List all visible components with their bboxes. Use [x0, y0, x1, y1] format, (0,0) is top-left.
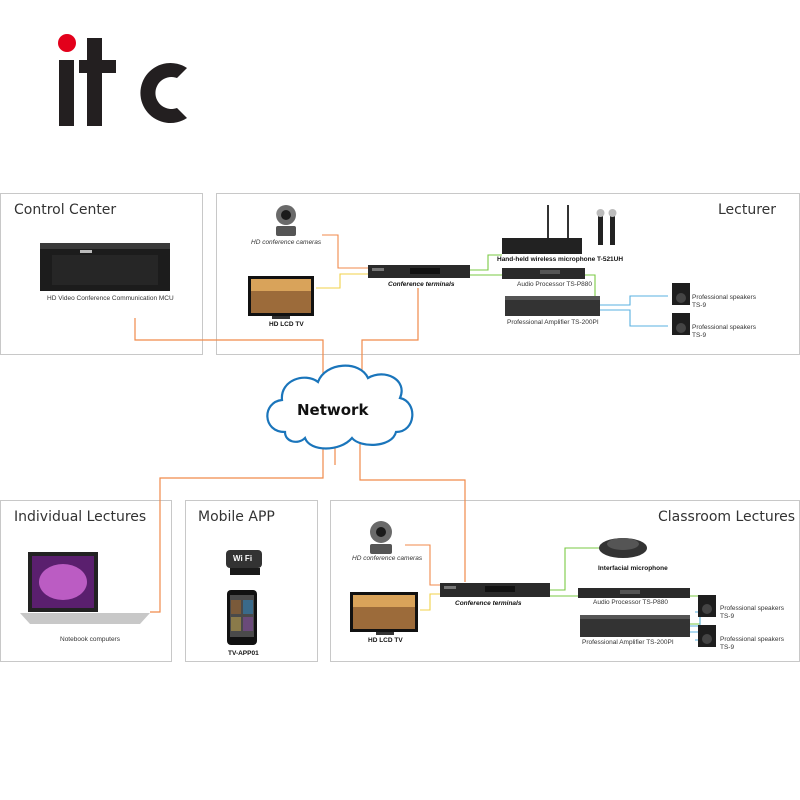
- classroom-audio-caption: Audio Processor TS-P880: [593, 599, 669, 606]
- lecturer-audio-caption: Audio Processor TS-P880: [517, 281, 593, 288]
- wifi-label: Wi Fi: [233, 554, 253, 563]
- mcu-caption: HD Video Conference Communication MCU: [47, 295, 174, 302]
- classroom-terminal-caption: Conference terminals: [455, 600, 522, 607]
- lecturer-tv-caption: HD LCD TV: [269, 321, 304, 328]
- lecturer-camera-caption: HD conference cameras: [251, 239, 322, 246]
- mobile-app-title: Mobile APP: [198, 509, 275, 525]
- lecturer-speaker-2-model: TS-9: [692, 332, 707, 339]
- control-center-title: Control Center: [14, 202, 117, 218]
- classroom-mic-caption: Interfacial microphone: [598, 565, 668, 572]
- logo-letter-c: [140, 63, 187, 124]
- classroom-speaker-1-caption: Professional speakers: [720, 605, 784, 612]
- classroom-speaker-1-model: TS-9: [720, 613, 735, 620]
- lecturer-title: Lecturer: [718, 202, 777, 218]
- laptop-caption: Notebook computers: [60, 636, 120, 643]
- lecturer-speaker-2-caption: Professional speakers: [692, 324, 756, 331]
- lecturer-terminal-caption: Conference terminals: [388, 281, 455, 288]
- lecturer-speaker-1-caption: Professional speakers: [692, 294, 756, 301]
- logo-red-dot: [58, 34, 76, 52]
- classroom-speaker-2-model: TS-9: [720, 644, 735, 651]
- phone-caption: TV-APP01: [228, 650, 259, 657]
- classroom-amp-caption: Professional Amplifier TS-200PI: [582, 639, 674, 646]
- classroom-speaker-2-caption: Professional speakers: [720, 636, 784, 643]
- network-label: Network: [297, 401, 369, 419]
- itc-logo: [58, 34, 187, 126]
- classroom-lectures-title: Classroom Lectures: [658, 509, 796, 525]
- individual-lectures-title: Individual Lectures: [14, 509, 147, 525]
- classroom-camera-caption: HD conference cameras: [352, 555, 423, 562]
- logo-letter-t: [79, 38, 116, 126]
- logo-letter-i: [59, 60, 74, 126]
- lecturer-speaker-1-model: TS-9: [692, 302, 707, 309]
- lecturer-amp-caption: Professional Amplifier TS-200PI: [507, 319, 599, 326]
- classroom-tv-caption: HD LCD TV: [368, 637, 403, 644]
- lecturer-mic-caption: Hand-held wireless microphone T-521UH: [497, 256, 624, 263]
